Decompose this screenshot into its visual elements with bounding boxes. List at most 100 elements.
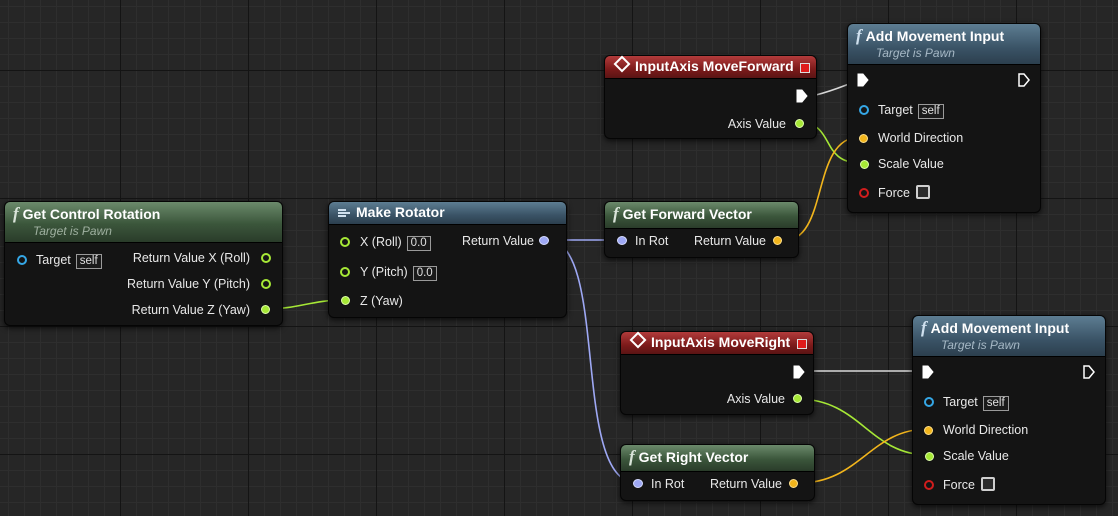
target-pin[interactable] — [924, 397, 934, 407]
node-title: InputAxis MoveForward — [635, 58, 794, 74]
axis-wire-right[interactable] — [797, 398, 929, 456]
world-direction-label: World Direction — [943, 423, 1029, 437]
target-label: Target — [878, 103, 913, 117]
world-direction-label: World Direction — [878, 131, 964, 145]
return-z-pin[interactable] — [261, 305, 270, 314]
exec-out-pin[interactable] — [1018, 73, 1030, 87]
exec-out-pin[interactable] — [793, 365, 805, 379]
node-header[interactable]: InputAxis MoveRight — [621, 331, 813, 355]
vector-wire-right[interactable] — [798, 428, 929, 484]
target-pin[interactable] — [859, 105, 869, 115]
x-roll-input[interactable]: 0.0 — [406, 236, 431, 251]
target-row: Target self — [943, 395, 1009, 411]
axis-value-pin[interactable] — [793, 394, 802, 403]
in-rot-pin[interactable] — [633, 479, 643, 488]
node-title: Get Control Rotation — [22, 206, 161, 222]
y-pitch-pin[interactable] — [340, 267, 350, 277]
function-icon: f — [921, 318, 927, 337]
scale-value-label: Scale Value — [943, 449, 1009, 463]
z-yaw-label: Z (Yaw) — [360, 294, 403, 308]
in-rot-label: In Rot — [635, 234, 669, 248]
node-subtitle: Target is Pawn — [876, 46, 955, 60]
return-x-label: Return Value X (Roll) — [132, 251, 250, 265]
function-icon: f — [629, 447, 635, 466]
axis-value-label: Axis Value — [727, 117, 786, 131]
force-checkbox[interactable] — [981, 477, 995, 491]
scale-value-pin[interactable] — [860, 160, 869, 169]
x-roll-pin[interactable] — [340, 237, 350, 247]
make-struct-icon — [338, 209, 350, 217]
return-value-pin[interactable] — [789, 479, 798, 488]
delegate-pin-icon[interactable] — [797, 339, 807, 349]
return-value-pin[interactable] — [539, 236, 549, 245]
node-title: Get Right Vector — [638, 449, 749, 465]
node-subtitle: Target is Pawn — [33, 224, 112, 238]
target-label: Target — [36, 253, 71, 267]
input-axis-move-right-node[interactable]: InputAxis MoveRight Axis Value — [620, 331, 814, 415]
return-value-pin[interactable] — [773, 236, 782, 245]
scale-value-pin[interactable] — [925, 452, 934, 461]
exec-out-pin[interactable] — [1083, 365, 1095, 379]
x-roll-row: X (Roll) 0.0 — [360, 235, 431, 251]
input-axis-move-forward-node[interactable]: InputAxis MoveForward Axis Value — [604, 55, 817, 139]
node-title: InputAxis MoveRight — [651, 334, 791, 350]
function-icon: f — [856, 26, 862, 45]
node-title: Add Movement Input — [865, 28, 1005, 44]
target-row: Target self — [36, 253, 102, 269]
node-title: Make Rotator — [356, 204, 445, 220]
target-pin[interactable] — [17, 255, 27, 265]
target-self-field[interactable]: self — [75, 254, 102, 269]
exec-in-pin[interactable] — [922, 365, 934, 379]
y-pitch-input[interactable]: 0.0 — [412, 266, 437, 281]
return-value-label: Return Value — [693, 234, 766, 248]
return-y-pin[interactable] — [261, 279, 271, 289]
y-pitch-row: Y (Pitch) 0.0 — [360, 265, 437, 281]
return-x-pin[interactable] — [261, 253, 271, 263]
node-title: Get Forward Vector — [622, 206, 752, 222]
return-value-label: Return Value — [709, 477, 782, 491]
axis-value-label: Axis Value — [726, 392, 785, 406]
world-direction-pin[interactable] — [924, 426, 933, 435]
delegate-pin-icon[interactable] — [800, 63, 810, 73]
target-row: Target self — [878, 103, 944, 119]
force-checkbox[interactable] — [916, 185, 930, 199]
function-icon: f — [613, 204, 619, 223]
target-self-field[interactable]: self — [982, 396, 1009, 411]
exec-in-pin[interactable] — [857, 73, 869, 87]
in-rot-pin[interactable] — [617, 236, 627, 245]
z-yaw-pin[interactable] — [341, 296, 350, 305]
node-header[interactable]: Make Rotator — [329, 202, 566, 225]
return-value-label: Return Value — [461, 234, 534, 248]
node-header[interactable]: InputAxis MoveForward — [605, 55, 816, 79]
rotator-wire-right[interactable] — [546, 239, 638, 484]
axis-value-pin[interactable] — [795, 119, 804, 128]
make-rotator-node[interactable]: Make Rotator X (Roll) 0.0 Y (Pitch) 0.0 Z … — [328, 201, 567, 318]
return-z-label: Return Value Z (Yaw) — [131, 303, 250, 317]
force-pin[interactable] — [859, 188, 869, 198]
target-label: Target — [943, 395, 978, 409]
event-diamond-icon — [629, 331, 647, 349]
force-pin[interactable] — [924, 480, 934, 490]
event-diamond-icon — [613, 55, 631, 73]
force-label: Force — [878, 186, 910, 200]
scale-value-label: Scale Value — [878, 157, 944, 171]
function-icon: f — [13, 204, 19, 223]
x-roll-label: X (Roll) — [360, 235, 402, 249]
node-subtitle: Target is Pawn — [941, 338, 1020, 352]
node-title: Add Movement Input — [930, 320, 1070, 336]
exec-out-pin[interactable] — [796, 89, 808, 103]
in-rot-label: In Rot — [651, 477, 685, 491]
world-direction-pin[interactable] — [859, 134, 868, 143]
y-pitch-label: Y (Pitch) — [360, 265, 408, 279]
target-self-field[interactable]: self — [917, 104, 944, 119]
